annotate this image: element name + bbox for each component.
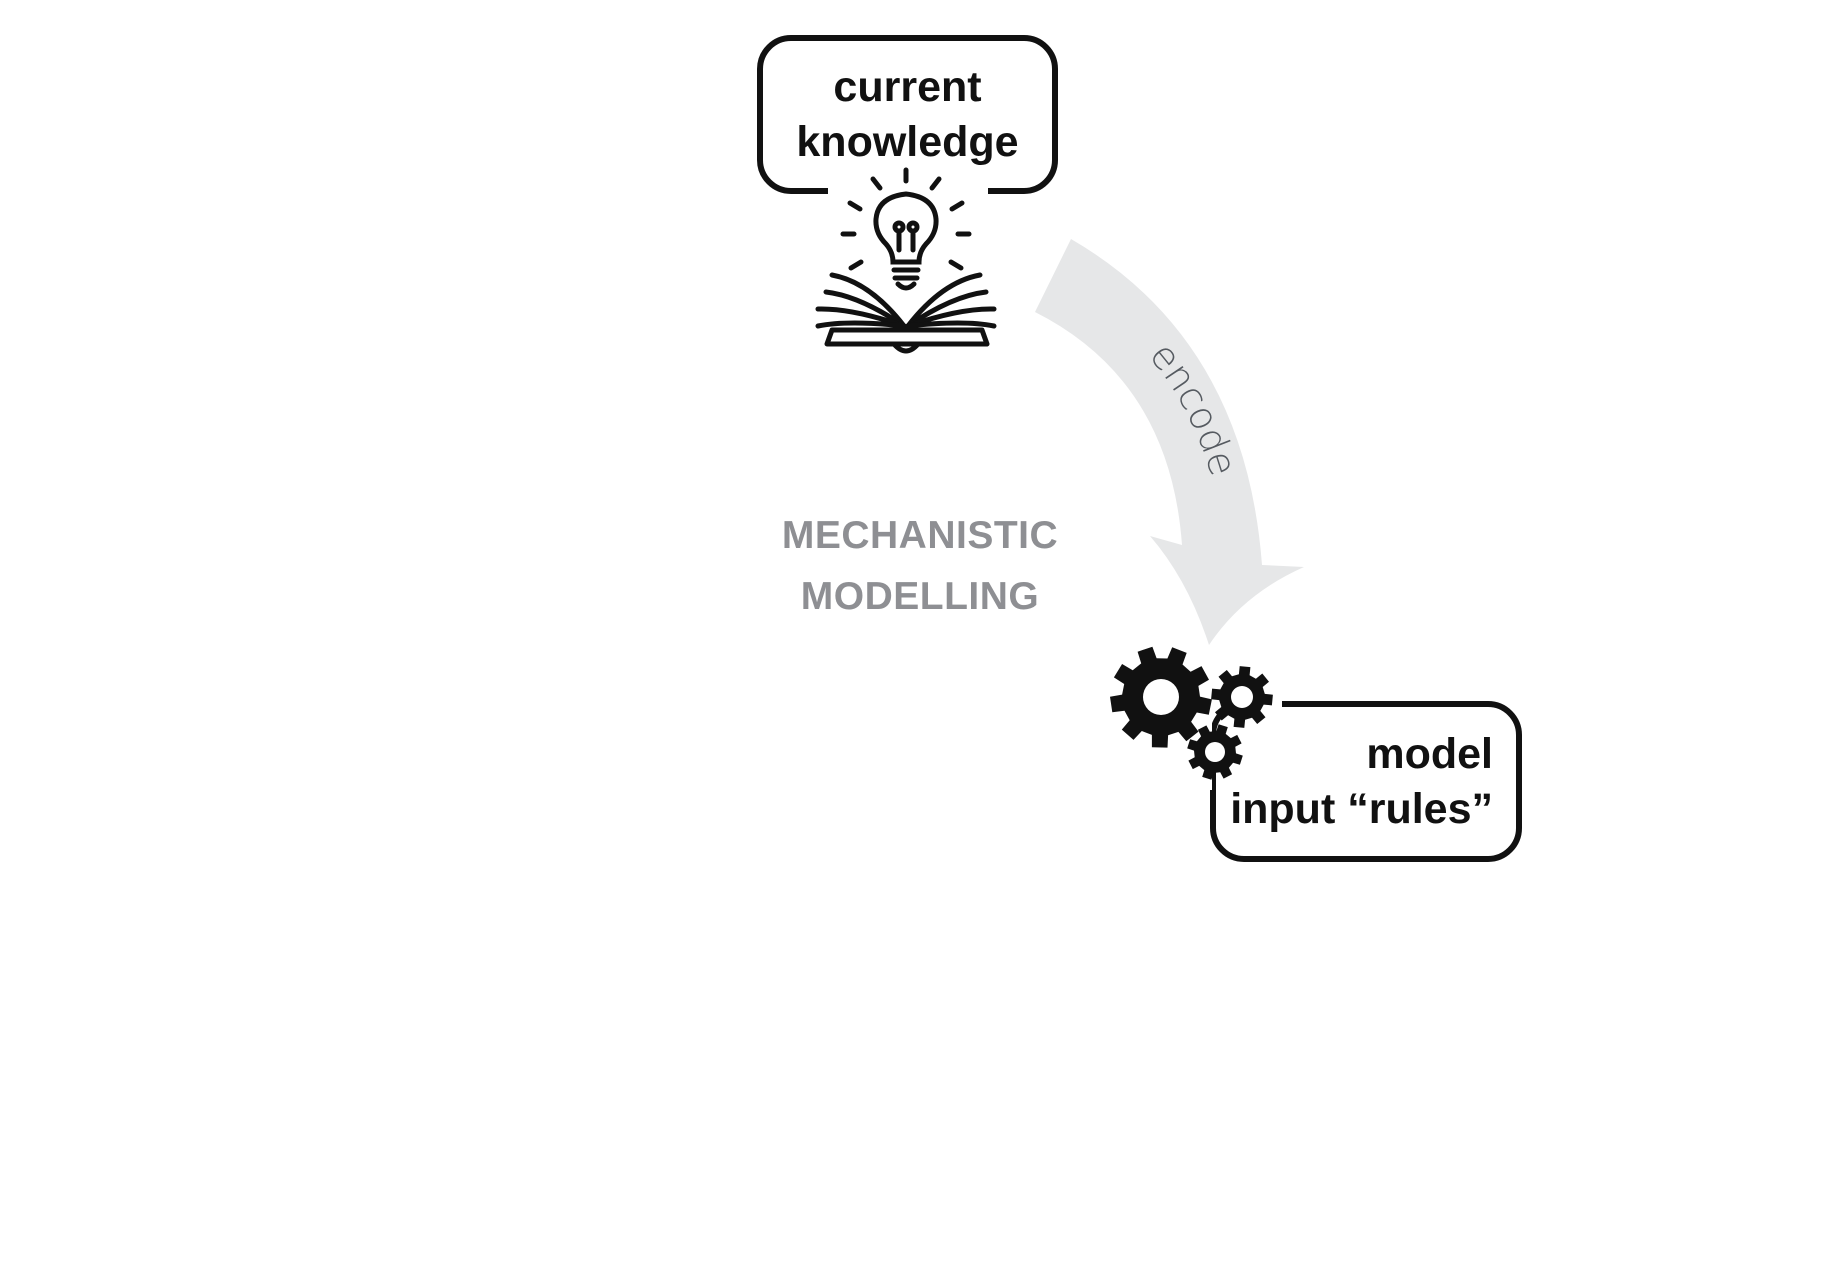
current-knowledge-line-2: knowledge (796, 118, 1019, 166)
model-rules-node: model input “rules” (1210, 701, 1522, 862)
current-knowledge-line-1: current (833, 63, 982, 111)
current-knowledge-node: current knowledge (757, 35, 1058, 194)
gear-small-bottom (1187, 724, 1243, 780)
encode-arrow-body (1035, 239, 1304, 645)
model-rules-line-2: input “rules” (1230, 785, 1493, 833)
mechanistic-modelling-label: MECHANISTIC MODELLING (760, 505, 1080, 627)
center-label-line-1: MECHANISTIC (781, 514, 1059, 557)
gear-small-right (1211, 666, 1273, 728)
gear-small-right-hole (1231, 686, 1253, 708)
gear-large (1110, 646, 1212, 748)
gear-large-hole (1143, 679, 1179, 715)
gear-small-bottom-hole (1205, 742, 1225, 762)
model-rules-line-1: model (1366, 730, 1493, 778)
center-label-line-2: MODELLING (800, 575, 1040, 618)
